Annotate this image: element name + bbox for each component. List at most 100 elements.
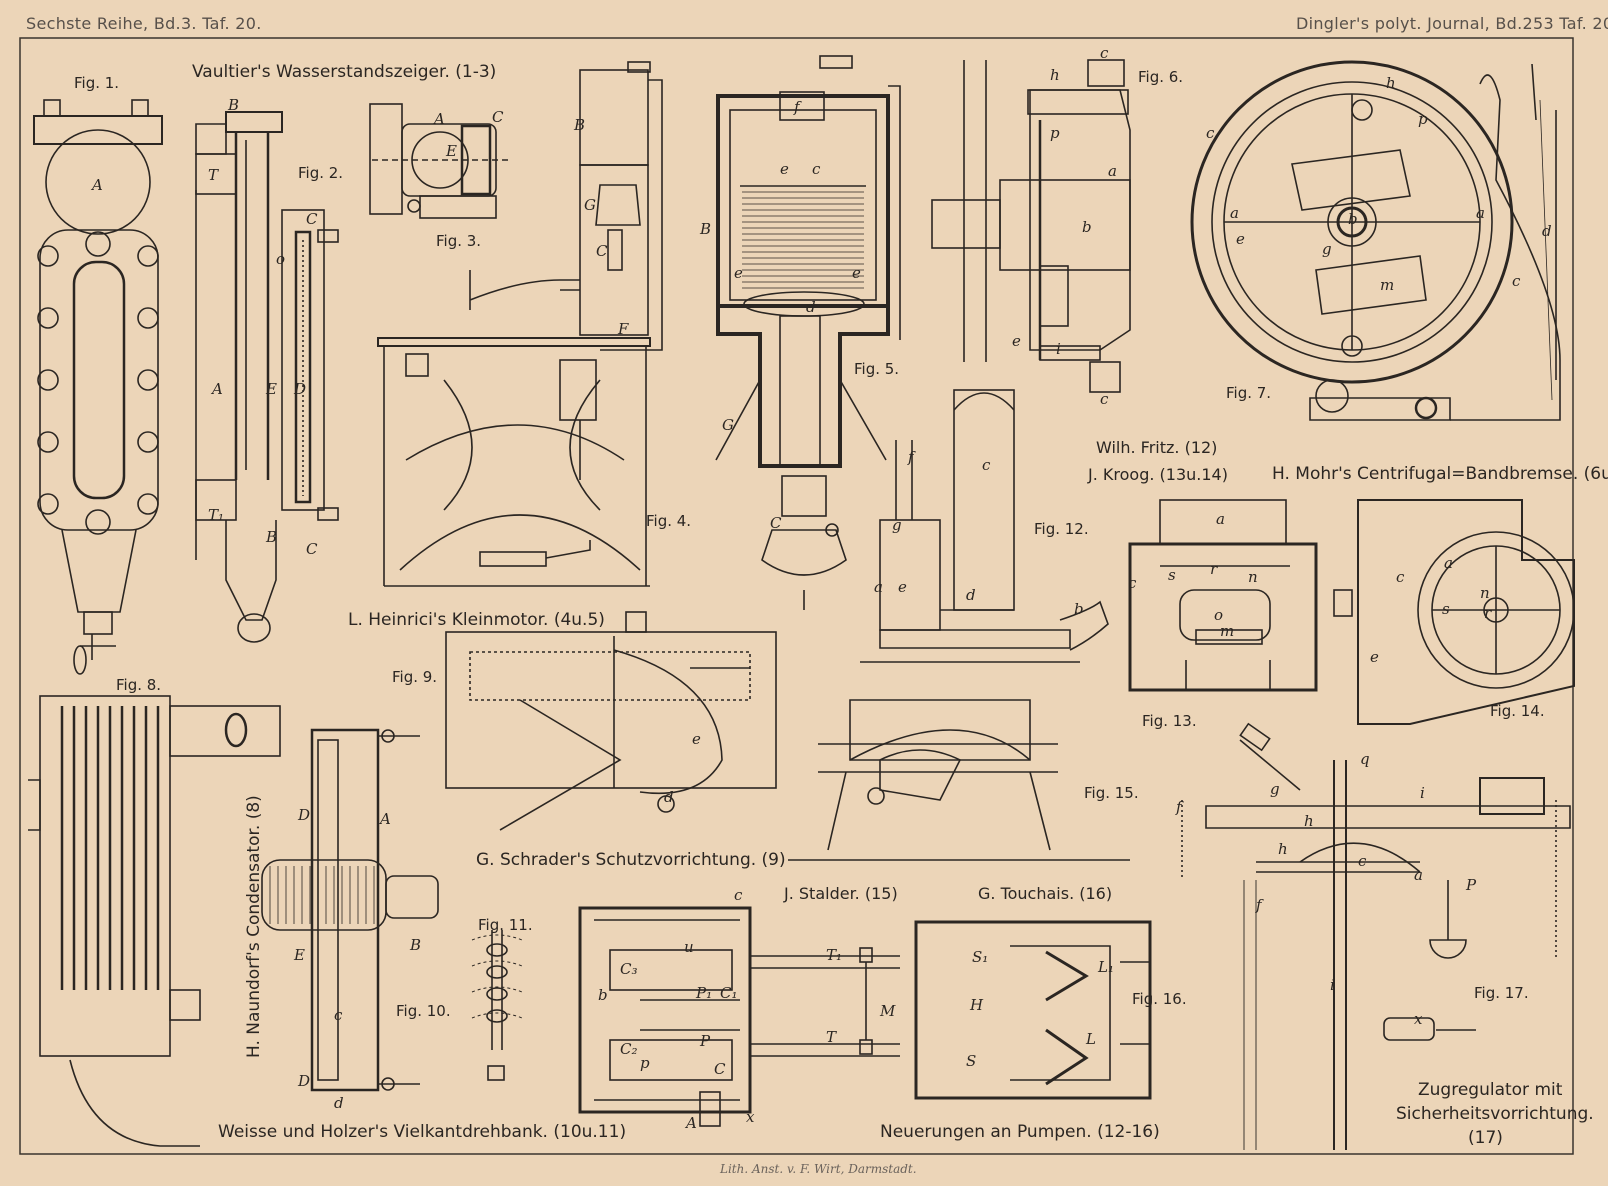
title-weisse: Weisse und Holzer's Vielkantdrehbank. (1…	[218, 1122, 627, 1142]
letter-e-fig12: e	[898, 578, 907, 596]
fig12-pump-fritz	[879, 389, 1109, 651]
letter-b-fig7: b	[1348, 210, 1358, 228]
letter-e-fig6: e	[1012, 332, 1021, 350]
letter-h-fig17: h	[1304, 812, 1314, 830]
letter-i-fig6: i	[1056, 340, 1061, 358]
fig6-brake-section	[931, 59, 1131, 393]
letter-b-fig16: b	[598, 986, 608, 1004]
title-zugregulator-3: (17)	[1468, 1128, 1503, 1148]
letter-G-fig4: G	[584, 196, 596, 214]
title-touchais: G. Touchais. (16)	[978, 884, 1113, 903]
fig11-profile	[471, 930, 523, 1081]
fig10-lathe-section	[261, 728, 439, 1092]
letter-c-fig16: c	[734, 886, 743, 904]
fig13-valve-section	[1128, 499, 1318, 692]
letter-P-fig17: P	[1466, 876, 1477, 894]
letter-h-fig7: h	[1386, 74, 1396, 92]
fig7-centrifugal-band-brake	[1190, 60, 1561, 421]
letter-D-fig10-bottom: D	[298, 1072, 311, 1090]
fig16-pump-touchais	[578, 906, 1152, 1127]
letter-P-fig16: P	[700, 1032, 711, 1050]
letter-c-fig7-left: c	[1206, 124, 1215, 142]
letter-f-fig17-left: f	[1176, 798, 1182, 816]
letter-f-fig17-chain: f	[1256, 896, 1262, 914]
fig4-kleinmotor-table	[377, 61, 663, 587]
letter-P1-fig16: P₁	[696, 984, 713, 1002]
fig-label-15: Fig. 15.	[1084, 784, 1139, 802]
letter-g-fig7: g	[1322, 240, 1332, 258]
letter-C-fig4: C	[596, 242, 608, 260]
letter-p-fig7: p	[1418, 110, 1428, 128]
fig9-schutzvorrichtung	[445, 611, 777, 831]
fig14-valve-plan	[1333, 499, 1575, 725]
letter-A-fig3: A	[434, 110, 445, 128]
letter-E-fig10: E	[294, 946, 305, 964]
letter-p-fig6: p	[1050, 124, 1060, 142]
letter-D-fig10-top: D	[298, 806, 311, 824]
letter-D-fig2: D	[294, 380, 307, 398]
letter-a-fig7-right: a	[1476, 204, 1485, 222]
fig-label-3: Fig. 3.	[436, 232, 482, 250]
letter-o-fig13: o	[1214, 606, 1224, 624]
letter-B-fig4: B	[574, 116, 586, 134]
title-stalder: J. Stalder. (15)	[784, 884, 898, 903]
title-zugregulator-1: Zugregulator mit	[1418, 1080, 1563, 1100]
fig-label-11: Fig. 11.	[478, 916, 533, 934]
letter-h-fig6: h	[1050, 66, 1060, 84]
fig-label-7: Fig. 7.	[1226, 384, 1272, 402]
letter-T-fig2: T	[208, 166, 219, 184]
letter-m-fig7: m	[1380, 276, 1395, 294]
letter-a-fig7-left: a	[1230, 204, 1239, 222]
letter-u-fig16: u	[684, 938, 694, 956]
letter-A-fig1: A	[92, 176, 103, 194]
letter-T1-fig16: T₁	[826, 946, 843, 964]
letter-c-fig10: c	[334, 1006, 343, 1024]
letter-f-fig12: f	[908, 448, 914, 466]
letter-C-fig2-top: C	[306, 210, 318, 228]
letter-H-fig16: H	[970, 996, 984, 1014]
letter-n-fig14: n	[1480, 584, 1490, 602]
fig-label-4: Fig. 4.	[646, 512, 692, 530]
letter-A-fig16: A	[686, 1114, 697, 1132]
fig-label-13: Fig. 13.	[1142, 712, 1197, 730]
fig-label-17: Fig. 17.	[1474, 984, 1529, 1002]
letter-e-fig9: e	[692, 730, 701, 748]
letter-C-fig16: C	[714, 1060, 726, 1078]
letter-f-fig5: f	[794, 98, 800, 116]
letter-r-fig14: r	[1484, 604, 1492, 622]
letter-C-fig3: C	[492, 108, 504, 126]
fig8-condenser	[28, 695, 281, 1147]
letter-d-fig10: d	[334, 1094, 344, 1112]
title-mohr: H. Mohr's Centrifugal=Bandbremse. (6u.7)	[1272, 464, 1608, 484]
letter-E-fig3: E	[446, 142, 457, 160]
letter-q-fig17: q	[1360, 750, 1370, 768]
letter-C2-fig16: C₂	[620, 1040, 638, 1058]
letter-s-fig13: s	[1168, 566, 1176, 584]
letter-M-fig16: M	[880, 1002, 896, 1020]
letter-c-fig14: c	[1396, 568, 1405, 586]
letter-a-fig17: a	[1414, 866, 1423, 884]
letter-L1-fig16: L₁	[1098, 958, 1114, 976]
letter-b-fig12: b	[1074, 600, 1084, 618]
letter-r-fig13: r	[1210, 560, 1218, 578]
title-fritz: Wilh. Fritz. (12)	[1096, 438, 1218, 457]
letter-B-fig10: B	[410, 936, 422, 954]
letter-n-fig13: n	[1248, 568, 1258, 586]
letter-C1-fig16: C₁	[720, 984, 738, 1002]
letter-e-fig14: e	[1370, 648, 1379, 666]
letter-C-fig2-bottom: C	[306, 540, 318, 558]
letter-h-fig17-low: h	[1278, 840, 1288, 858]
letter-c-fig13: c	[1128, 574, 1137, 592]
letter-d-fig5: d	[806, 298, 816, 316]
title-vaultier: Vaultier's Wasserstandszeiger. (1-3)	[192, 62, 497, 82]
lithographer-imprint: Lith. Anst. v. F. Wirt, Darmstadt.	[720, 1162, 917, 1176]
plate-header-left: Sechste Reihe, Bd.3. Taf. 20.	[26, 14, 262, 33]
letter-C3-fig16: C₃	[620, 960, 638, 978]
letter-g-fig12: g	[892, 516, 902, 534]
title-heinrici: L. Heinrici's Kleinmotor. (4u.5)	[348, 610, 605, 630]
fig15-pump-stalder	[788, 661, 1130, 861]
fig-label-10: Fig. 10.	[396, 1002, 451, 1020]
fig-label-12: Fig. 12.	[1034, 520, 1089, 538]
letter-i-fig17: i	[1420, 784, 1425, 802]
